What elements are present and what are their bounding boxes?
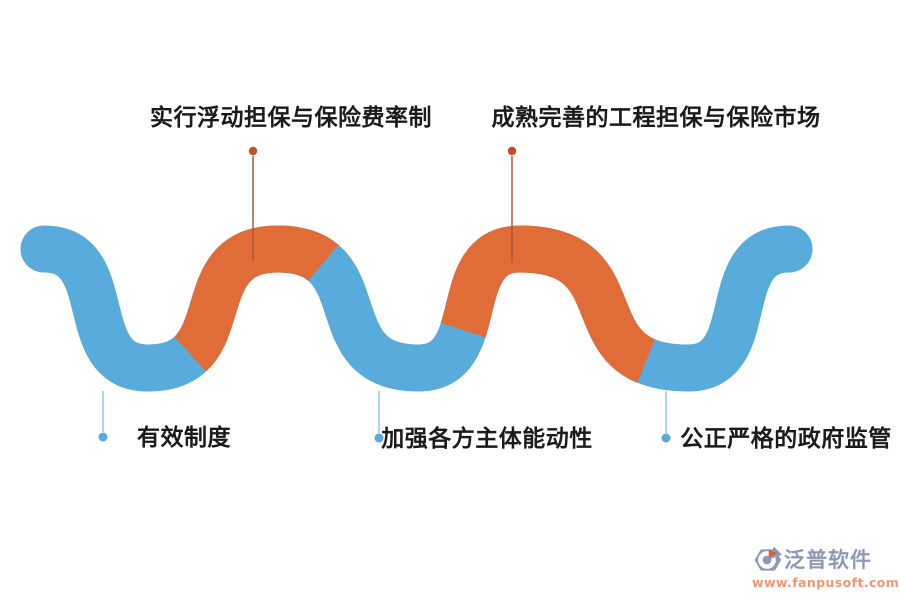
brand-name: 泛普软件 (784, 547, 872, 572)
bottom-marker-dot-2 (374, 433, 384, 443)
stage-label-bottom-2: 加强各方主体能动性 (381, 426, 593, 452)
watermark: 泛普软件 www.fanpusoft.com (752, 545, 899, 590)
bottom-marker-dot-3 (661, 433, 671, 443)
top-marker-dot-2 (507, 146, 517, 156)
stage-label-bottom-1: 有效制度 (137, 425, 231, 451)
wave-blue-path (20, 225, 813, 392)
logo-accent-wedge (768, 550, 778, 558)
bottom-marker-dot-1 (98, 432, 108, 442)
brand-url: www.fanpusoft.com (752, 575, 900, 591)
stage-label-top-2: 成熟完善的工程担保与保险市场 (491, 105, 821, 131)
stage-label-bottom-3: 公正严格的政府监管 (680, 426, 892, 452)
stage-label-top-1: 实行浮动担保与保险费率制 (150, 105, 432, 131)
fanpu-logo-icon (754, 547, 782, 571)
top-marker-dot-1 (248, 146, 258, 156)
